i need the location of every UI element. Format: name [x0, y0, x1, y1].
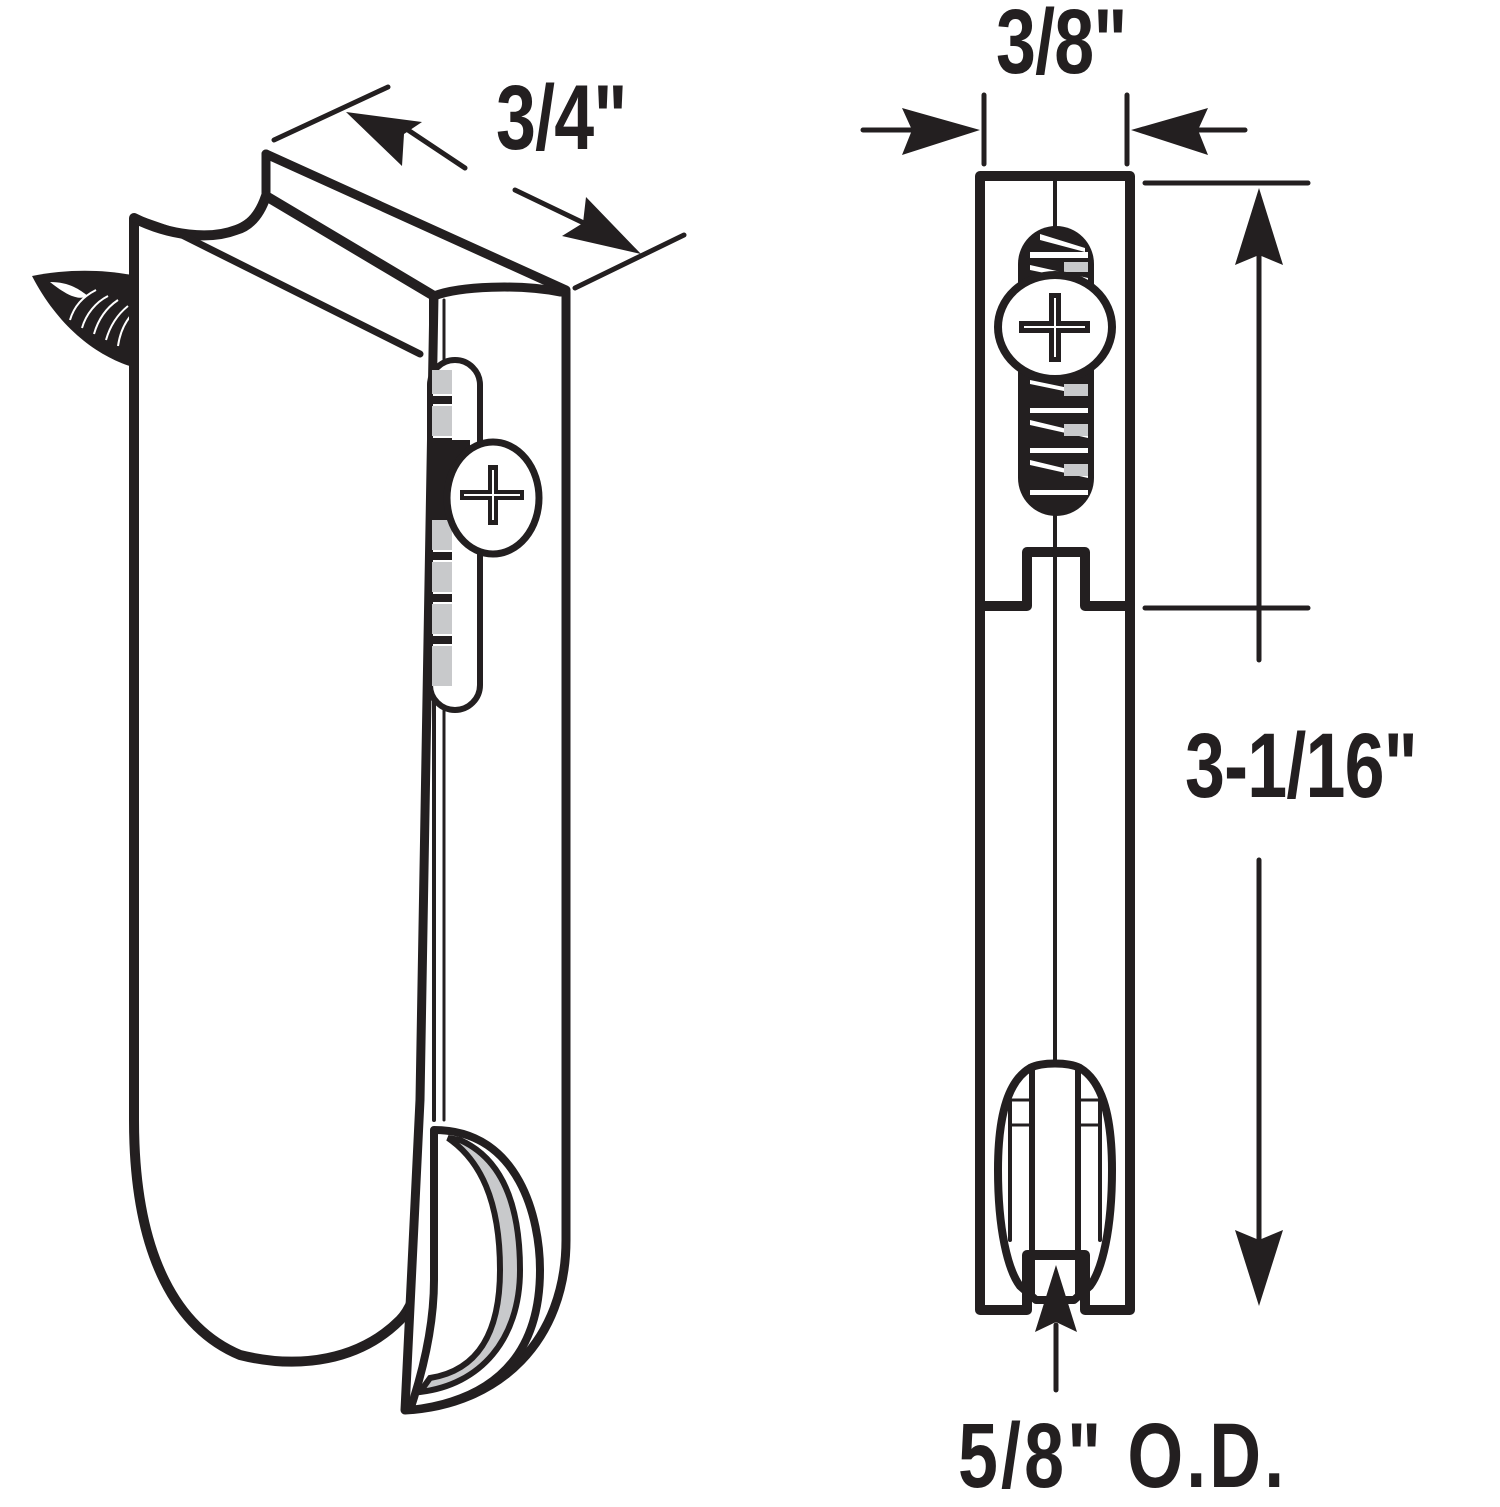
front-view	[860, 92, 1311, 1393]
height-label: 3-1/16"	[1185, 715, 1418, 817]
width-dimension	[860, 92, 1248, 167]
front-housing	[975, 171, 1135, 611]
depth-label: 3/4"	[496, 67, 627, 169]
adjustment-screw-icon	[443, 438, 543, 558]
front-roller-wheel-icon	[994, 1059, 1116, 1304]
front-screw-head-icon	[994, 271, 1116, 383]
roller-wheel-icon	[406, 1126, 544, 1414]
height-dimension	[1142, 180, 1311, 1306]
depth-dimension	[271, 84, 687, 291]
mounting-screw-icon	[32, 270, 136, 368]
isometric-view	[32, 84, 687, 1415]
wheel-dimension	[1035, 1265, 1077, 1393]
wheel-label: 5/8" O.D.	[958, 1405, 1288, 1507]
width-label: 3/8"	[996, 0, 1127, 93]
